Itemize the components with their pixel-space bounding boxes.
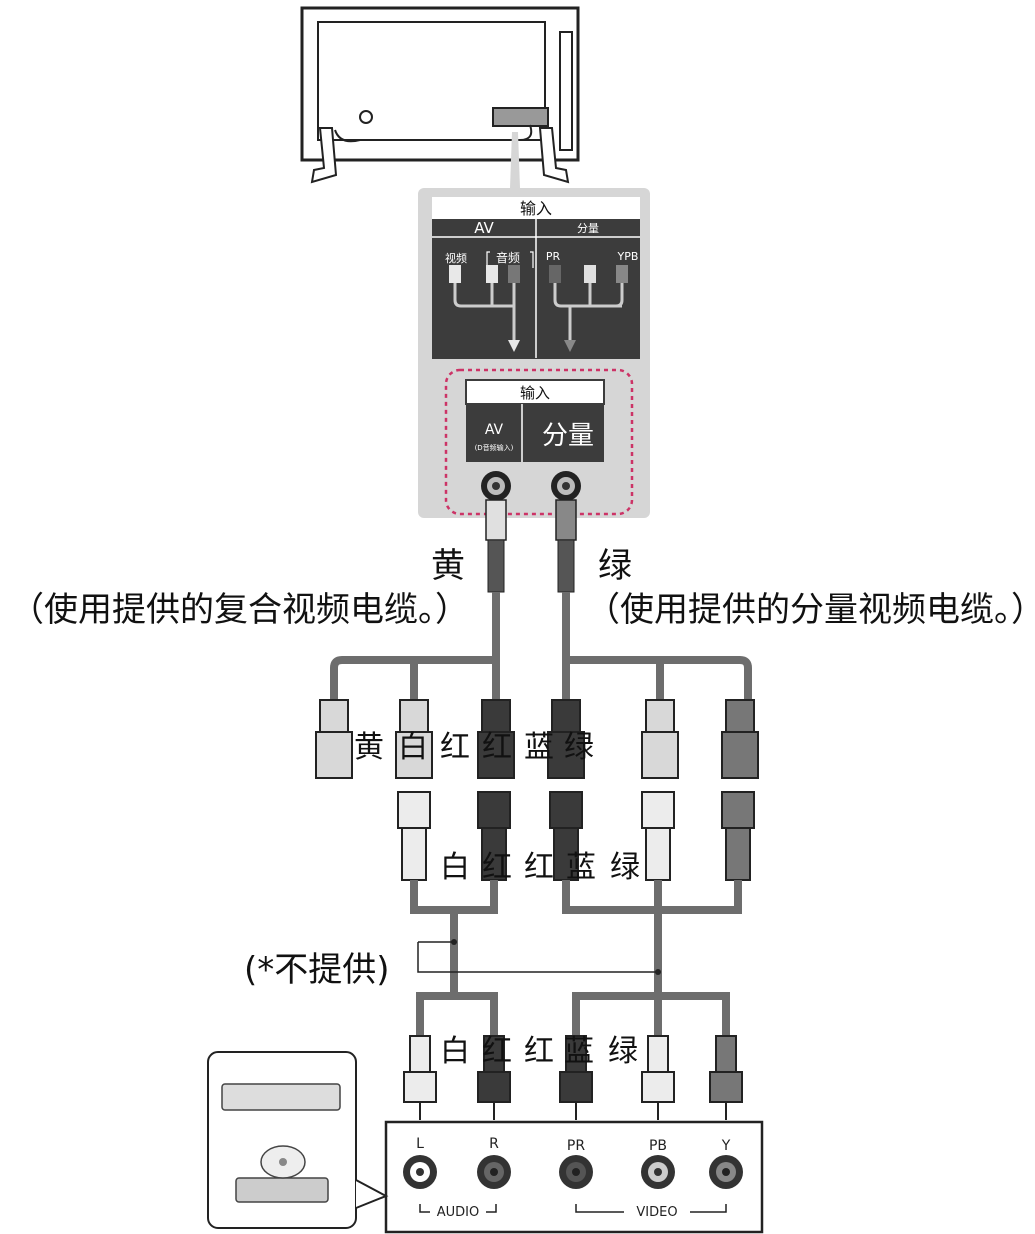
pr-label: PR — [546, 250, 561, 263]
audio-group-label: AUDIO — [437, 1205, 480, 1220]
component-cable-note: （使用提供的分量视频电缆。） — [586, 590, 1035, 630]
tv-back — [300, 6, 580, 184]
jack-pr-label: PR — [567, 1138, 585, 1154]
not-supplied-note: (*不提供) — [244, 950, 390, 990]
av-header: AV — [474, 219, 494, 237]
panel-title: 输入 — [520, 199, 552, 218]
row1-label-2: 白 — [398, 730, 428, 765]
device-jacks — [403, 1155, 743, 1189]
av-cable-note: （使用提供的复合视频电缆。） — [10, 590, 469, 630]
device-panel: L R PR PB Y AUDIO VIDEO — [207, 1051, 764, 1234]
row1-label-1: 黄 — [354, 730, 384, 765]
jack-l-label: L — [416, 1136, 424, 1152]
ypb-label: YPB — [617, 250, 639, 263]
row2-label-2: 红 — [482, 850, 512, 885]
row1-label-5: 蓝 — [524, 730, 554, 765]
row3-cables — [403, 992, 743, 1120]
jack-y-label: Y — [721, 1138, 731, 1154]
row1-label-6: 绿 — [564, 730, 594, 765]
row3-label-1: 白 — [440, 1034, 470, 1069]
av-jack-sublabel: (D音频输入) — [475, 443, 514, 452]
jack-pb-label: PB — [649, 1138, 667, 1154]
row2-label-1: 白 — [440, 850, 470, 885]
video-label: 视频 — [445, 251, 467, 265]
row2-label-3: 红 — [524, 850, 554, 885]
component-jack-label: 分量 — [542, 421, 594, 451]
jack-title: 输入 — [520, 384, 550, 402]
row3-label-3: 红 — [524, 1034, 554, 1069]
row3-label-5: 绿 — [608, 1034, 638, 1069]
av-jack-label: AV — [485, 422, 504, 438]
row1-label-4: 红 — [482, 730, 512, 765]
av-cable-color: 黄 — [431, 546, 465, 586]
row2-label-5: 绿 — [610, 850, 640, 885]
row3-label-4: 蓝 — [564, 1034, 594, 1069]
row1-plugs — [315, 699, 759, 779]
row2-plugs — [397, 791, 755, 1000]
main-cables — [330, 499, 752, 702]
component-header: 分量 — [577, 222, 599, 235]
audio-label: 音频 — [496, 250, 520, 265]
row2-label-4: 蓝 — [566, 850, 596, 885]
row3-label-2: 红 — [482, 1034, 512, 1069]
jack-r-label: R — [489, 1136, 499, 1152]
input-panel: 输入 AV 分量 视频 音频 PR YPB 输入 AV (D音频输入) 分量 — [418, 132, 650, 518]
component-cable-color: 绿 — [598, 546, 632, 586]
row1-label-3: 红 — [440, 730, 470, 765]
video-group-label: VIDEO — [636, 1205, 677, 1220]
